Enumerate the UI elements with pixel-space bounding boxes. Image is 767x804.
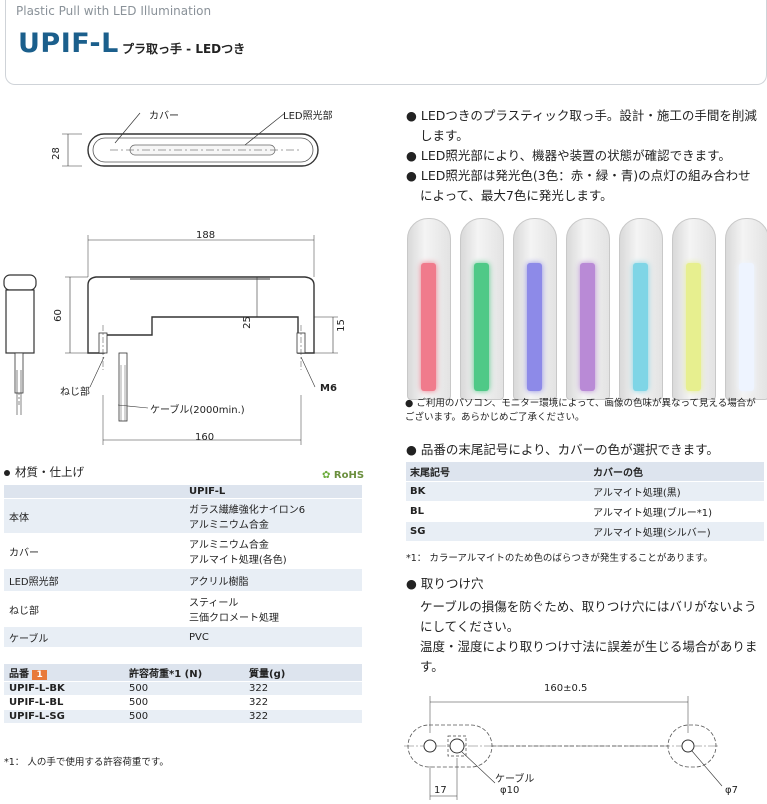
led-light-slot xyxy=(686,263,701,391)
product-model-title: UPIF-L xyxy=(18,28,119,59)
materials-table: UPIF-L 本体ガラス繊維強化ナイロン6 アルミニウム合金 カバーアルミニウム… xyxy=(4,485,362,648)
leaf-icon: ✿ xyxy=(322,470,331,481)
feature-item: ● LED照光部により、機器や装置の状態が確認できます。 xyxy=(406,148,731,163)
led-sample-green xyxy=(460,218,504,400)
dim-length-188: 188 xyxy=(196,230,216,241)
product-description: プラ取っ手 - LEDつき xyxy=(122,42,246,56)
dim-depth-15: 15 xyxy=(335,319,347,332)
label-cable-length: ケーブル(2000min.) xyxy=(150,405,245,416)
led-light-slot xyxy=(421,263,436,391)
led-light-slot xyxy=(633,263,648,391)
dim-phi7: φ7 xyxy=(725,785,738,796)
dim-height-60: 60 xyxy=(52,309,64,322)
label-screw: ねじ部 xyxy=(60,387,90,398)
suffix-title: ● 品番の末尾記号により、カバーの色が選択できます。 xyxy=(406,442,719,457)
led-color-note: ● ご利用のパソコン、モニター環境によって、画像の色味が異なって見える場合がござ… xyxy=(405,398,756,423)
rohs-badge: ✿ RoHS xyxy=(322,470,365,481)
dim-phi10: φ10 xyxy=(500,785,520,796)
note-badge: 1 xyxy=(32,670,47,680)
materials-title: 材質・仕上げ xyxy=(4,464,84,480)
led-light-slot xyxy=(580,263,595,391)
led-sample-red xyxy=(407,218,451,400)
label-led-part: LED照光部 xyxy=(283,111,333,122)
dim-depth-25: 25 xyxy=(241,316,253,329)
feature-item: ● LEDつきのプラスティック取っ手。設計・施工の手間を削減します。 xyxy=(406,108,757,143)
led-light-slot xyxy=(474,263,489,391)
materials-row: LED照光部アクリル樹脂 xyxy=(4,568,362,592)
label-mount-cable: ケーブル xyxy=(495,774,535,785)
mounting-notes: ケーブルの損傷を防ぐため、取りつけ穴にはバリがないようにしてください。 温度・湿… xyxy=(420,597,765,677)
led-sample-white xyxy=(725,218,767,400)
dim-17: 17 xyxy=(434,785,447,796)
mounting-note: ケーブルの損傷を防ぐため、取りつけ穴にはバリがないようにしてください。 xyxy=(420,599,757,634)
led-sample-yellow xyxy=(672,218,716,400)
mounting-note: 温度・湿度により取りつけ寸法に誤差が生じる場合があります。 xyxy=(420,639,758,674)
dim-height-28: 28 xyxy=(50,147,62,160)
label-cover: カバー xyxy=(149,111,179,122)
technical-drawing xyxy=(3,112,338,445)
feature-item: ● LED照光部は発光色(3色：赤・緑・青)の点灯の組み合わせによって、最大7色… xyxy=(406,168,751,203)
led-light-slot xyxy=(739,263,754,391)
mounting-title: ● 取りつけ穴 xyxy=(406,576,484,591)
mounting-hole-drawing xyxy=(404,696,723,800)
dim-pitch-160: 160 xyxy=(195,432,215,443)
materials-column-header: UPIF-L xyxy=(184,485,362,499)
header-subtitle: Plastic Pull with LED Illumination xyxy=(16,4,212,18)
materials-row: ねじ部スティール 三価クロメート処理 xyxy=(4,591,362,627)
feature-list: ● LEDつきのプラスティック取っ手。設計・施工の手間を削減します。 ● LED… xyxy=(406,106,761,206)
materials-row: カバーアルミニウム合金 アルマイト処理(各色) xyxy=(4,533,362,569)
led-light-slot xyxy=(527,263,542,391)
materials-row: 本体ガラス繊維強化ナイロン6 アルミニウム合金 xyxy=(4,498,362,534)
led-sample-purple xyxy=(566,218,610,400)
dim-mount-pitch: 160±0.5 xyxy=(544,683,588,694)
led-sample-blue xyxy=(513,218,557,400)
suffix-footnote: *1： カラーアルマイトのため色のばらつきが発生することがあります。 xyxy=(406,553,713,564)
product-footnote: *1： 人の手で使用する許容荷重です。 xyxy=(4,757,169,768)
led-sample-cyan xyxy=(619,218,663,400)
label-m6: M6 xyxy=(320,383,337,394)
